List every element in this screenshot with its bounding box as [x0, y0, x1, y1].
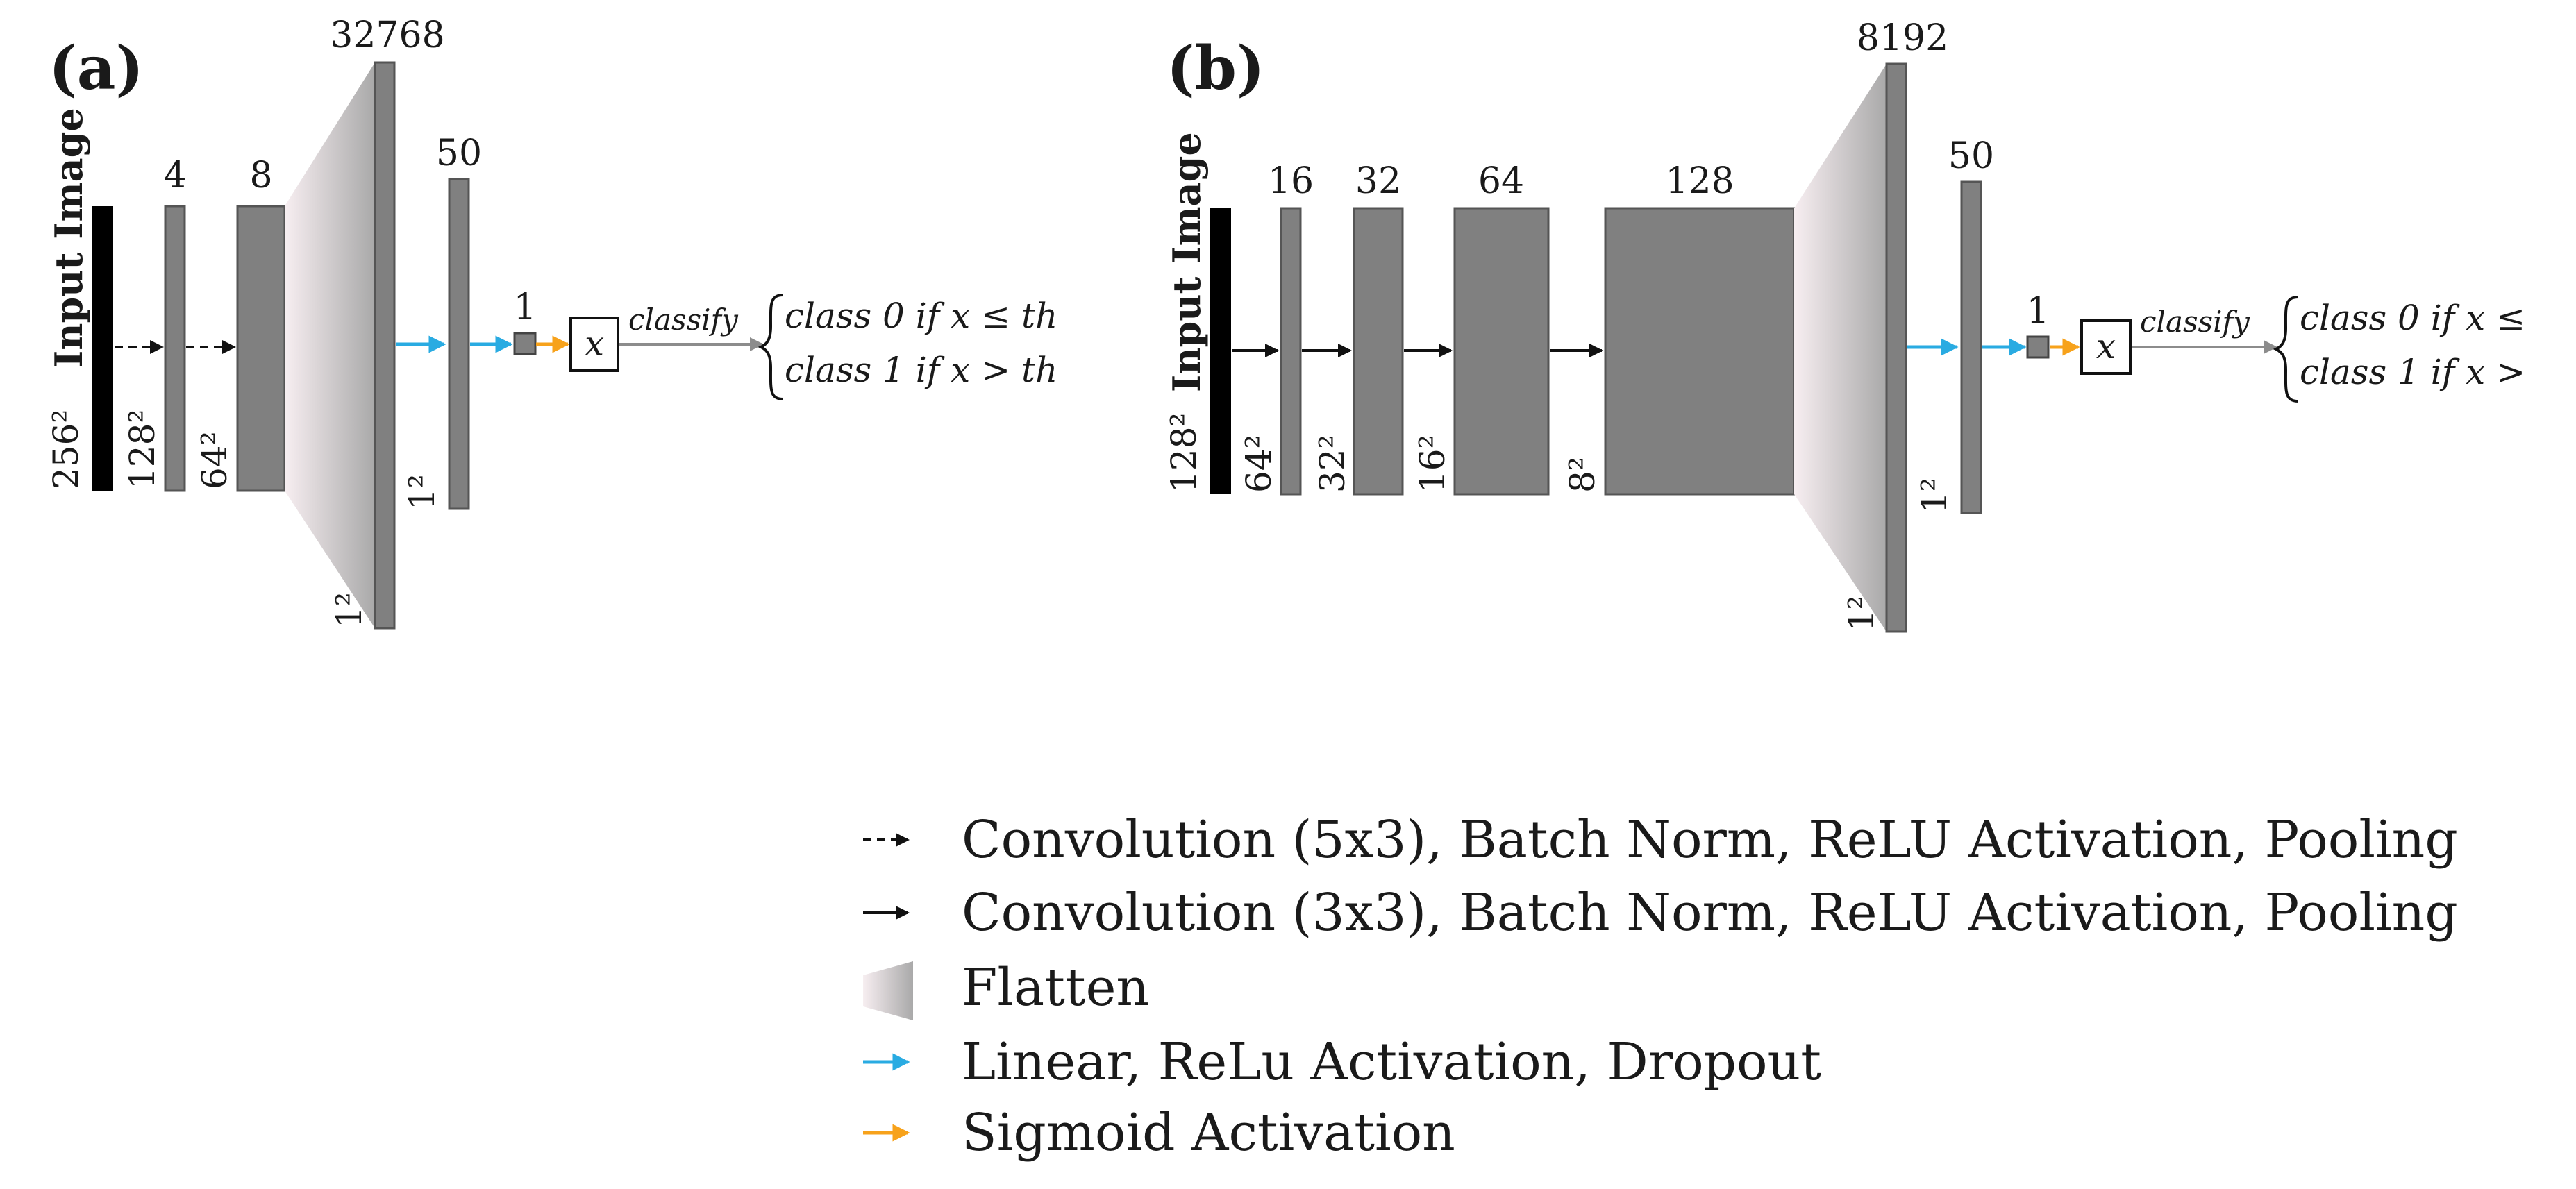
panel-a-output-node [513, 332, 537, 355]
panel-b-conv-layer-1 [1280, 207, 1302, 496]
legend-item-conv-5x3: Convolution (5x3), Batch Norm, ReLU Acti… [863, 810, 2458, 870]
panel-b-flatten-size: 8192 [1857, 17, 1948, 59]
panel-a-rule-class-0: class 0 if x ≤ th [785, 296, 1057, 336]
panel-b-input-image [1210, 208, 1231, 494]
panel-a-conv-layer-2 [236, 205, 286, 492]
legend-label-conv-3x3: Convolution (3x3), Batch Norm, ReLU Acti… [962, 883, 2458, 943]
legend-item-sigmoid: Sigmoid Activation [863, 1103, 1455, 1163]
legend-label-linear: Linear, ReLu Activation, Dropout [962, 1032, 1821, 1092]
panel-a-linear-side: 1² [402, 474, 442, 510]
panel-a-layer-2-channels: 8 [249, 155, 272, 196]
panel-b-linear-size: 50 [1948, 135, 1994, 177]
panel-b-layer-1-channels: 16 [1268, 160, 1314, 202]
panel-b-rule-class-1: class 1 if x > [2300, 352, 2525, 392]
panel-b-brace [2273, 296, 2299, 403]
panel-b-rule-class-0: class 0 if x ≤ [2300, 298, 2525, 338]
panel-b-conv-layer-2 [1353, 207, 1404, 496]
panel-b-layer-4-channels: 128 [1665, 160, 1734, 202]
panel-a-input-image [92, 206, 113, 491]
panel-b-output-var: x [2096, 326, 2116, 366]
panel-b-label: (b) [1166, 33, 1265, 103]
panel-b-linear-side: 1² [1914, 478, 1955, 514]
legend-item-flatten: Flatten [863, 958, 1149, 1020]
panel-a-rule-class-1: class 1 if x > th [785, 350, 1057, 390]
panel-b-conv-layer-3 [1453, 207, 1550, 496]
panel-a-layer-1-channels: 4 [163, 155, 186, 196]
panel-b-layer-2-channels: 32 [1355, 160, 1401, 202]
legend-item-conv-3x3: Convolution (3x3), Batch Norm, ReLU Acti… [863, 883, 2458, 943]
panel-b-flatten-wedge [1794, 64, 1887, 632]
panel-a: (a) Input Image 256² 4 128² 8 64² 32768 … [46, 15, 1057, 630]
legend-item-linear: Linear, ReLu Activation, Dropout [863, 1032, 1821, 1092]
legend-label-conv-5x3: Convolution (5x3), Batch Norm, ReLU Acti… [962, 810, 2458, 870]
legend: Convolution (5x3), Batch Norm, ReLU Acti… [863, 810, 2458, 1163]
legend-label-flatten: Flatten [962, 958, 1149, 1018]
flatten-wedge-icon [863, 961, 913, 1020]
panel-a-brace [758, 294, 784, 400]
panel-b-input-label: Input Image [1164, 132, 1209, 392]
panel-a-flatten-wedge [285, 62, 375, 628]
panel-a-linear-layer [448, 178, 470, 510]
panel-b: (b) Input Image 128² 16 64² 32 32² 64 16… [1164, 17, 2525, 633]
panel-a-linear-size: 50 [436, 133, 482, 174]
panel-b-layer-4-size: 8² [1562, 457, 1603, 493]
panel-a-flatten-layer [374, 61, 396, 630]
panel-a-layer-2-size: 64² [194, 431, 235, 489]
panel-a-conv-layer-1 [164, 205, 186, 492]
panel-a-flatten-side: 1² [329, 592, 369, 628]
panel-a-input-size: 256² [46, 410, 86, 489]
panel-a-input-label: Input Image [47, 108, 91, 368]
panel-b-classify-label: classify [2140, 305, 2250, 339]
panel-a-output-box [569, 317, 619, 372]
panel-b-output-node [2026, 335, 2050, 359]
panel-a-flatten-size: 32768 [330, 15, 444, 56]
panel-b-flatten-side: 1² [1841, 596, 1882, 632]
legend-label-sigmoid: Sigmoid Activation [962, 1103, 1455, 1163]
panel-a-layer-1-size: 128² [122, 410, 162, 489]
panel-b-output-size: 1 [2026, 290, 2049, 332]
panel-b-conv-layer-4 [1604, 207, 1796, 496]
panel-b-layer-2-size: 32² [1312, 435, 1353, 493]
panel-b-layer-1-size: 64² [1239, 435, 1279, 493]
panel-b-output-box [2080, 319, 2132, 375]
panel-a-output-var: x [585, 323, 604, 364]
panel-b-linear-layer [1960, 180, 1982, 514]
panel-b-layer-3-size: 16² [1412, 435, 1453, 493]
panel-a-output-size: 1 [513, 287, 536, 328]
panel-b-flatten-layer [1885, 62, 1907, 633]
panel-b-input-size: 128² [1164, 413, 1204, 493]
panel-a-label: (a) [49, 33, 144, 103]
panel-a-classify-label: classify [628, 303, 739, 337]
panel-b-layer-3-channels: 64 [1478, 160, 1524, 202]
